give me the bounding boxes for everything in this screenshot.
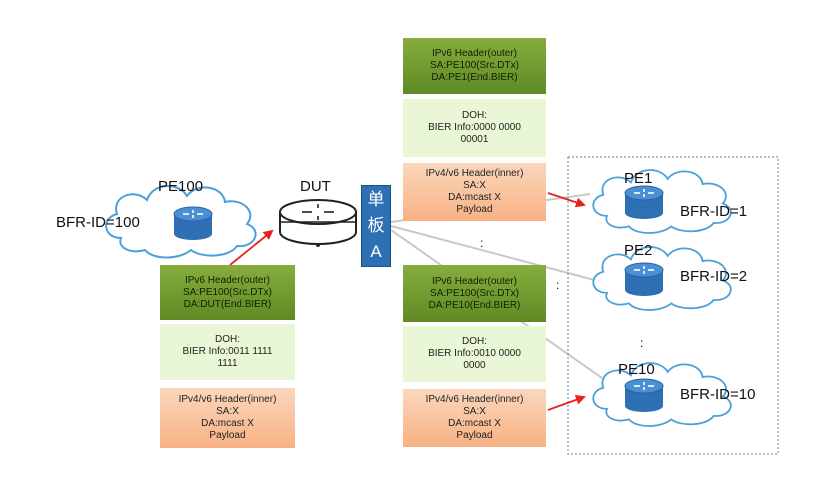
ingress-outer-header: IPv6 Header(outer) SA:PE100(Src.DTx) DA:… (160, 265, 295, 320)
pe1-outer-header: IPv6 Header(outer) SA:PE100(Src.DTx) DA:… (403, 38, 546, 94)
board-char-2: 板 (367, 216, 385, 235)
board-char-3: A (370, 242, 382, 261)
pe1-label: PE1 (624, 170, 653, 187)
red-arrows (229, 192, 586, 411)
ingress-doh: DOH: BIER Info:0011 1111 1111 (160, 324, 295, 380)
egress-region-border (567, 156, 779, 455)
pe2-bfr-id: BFR-ID=2 (680, 268, 748, 285)
pe1-inner-header: IPv4/v6 Header(inner) SA:X DA:mcast X Pa… (403, 163, 546, 221)
router-pe100-icon (173, 206, 213, 241)
dut-label: DUT (300, 178, 331, 195)
pe2-label: PE2 (624, 242, 653, 259)
pe10-bfr-id: BFR-ID=10 (680, 386, 756, 403)
link-to-pe2 (390, 225, 603, 283)
router-pe10-icon (624, 378, 664, 413)
arrow-dut-to-pe10 (547, 395, 586, 411)
pe1-doh: DOH: BIER Info:0000 0000 00001 (403, 99, 546, 157)
ellipsis-links: : (480, 236, 484, 250)
pe100-label: PE100 (158, 178, 204, 195)
pe10-outer-header: IPv6 Header(outer) SA:PE100(Src.DTx) DA:… (403, 265, 546, 322)
board-a: 单 板 A (361, 185, 391, 267)
arrow-pe100-to-dut (229, 229, 274, 266)
ellipsis-pes: : (640, 336, 644, 350)
pe10-inner-header: IPv4/v6 Header(inner) SA:X DA:mcast X Pa… (403, 389, 546, 447)
ingress-inner-header: IPv4/v6 Header(inner) SA:X DA:mcast X Pa… (160, 388, 295, 448)
pe100-bfr-id: BFR-ID=100 (56, 214, 140, 231)
pe10-doh: DOH: BIER Info:0010 0000 0000 (403, 326, 546, 382)
board-char-1: 单 (367, 190, 385, 209)
router-pe1-icon (624, 185, 664, 220)
arrow-dut-to-pe1 (547, 192, 586, 208)
router-pe2-icon (624, 262, 664, 297)
ellipsis-packets: : (556, 278, 560, 292)
router-dut-icon (279, 199, 357, 247)
pe10-label: PE10 (618, 361, 655, 378)
pe1-bfr-id: BFR-ID=1 (680, 203, 748, 220)
